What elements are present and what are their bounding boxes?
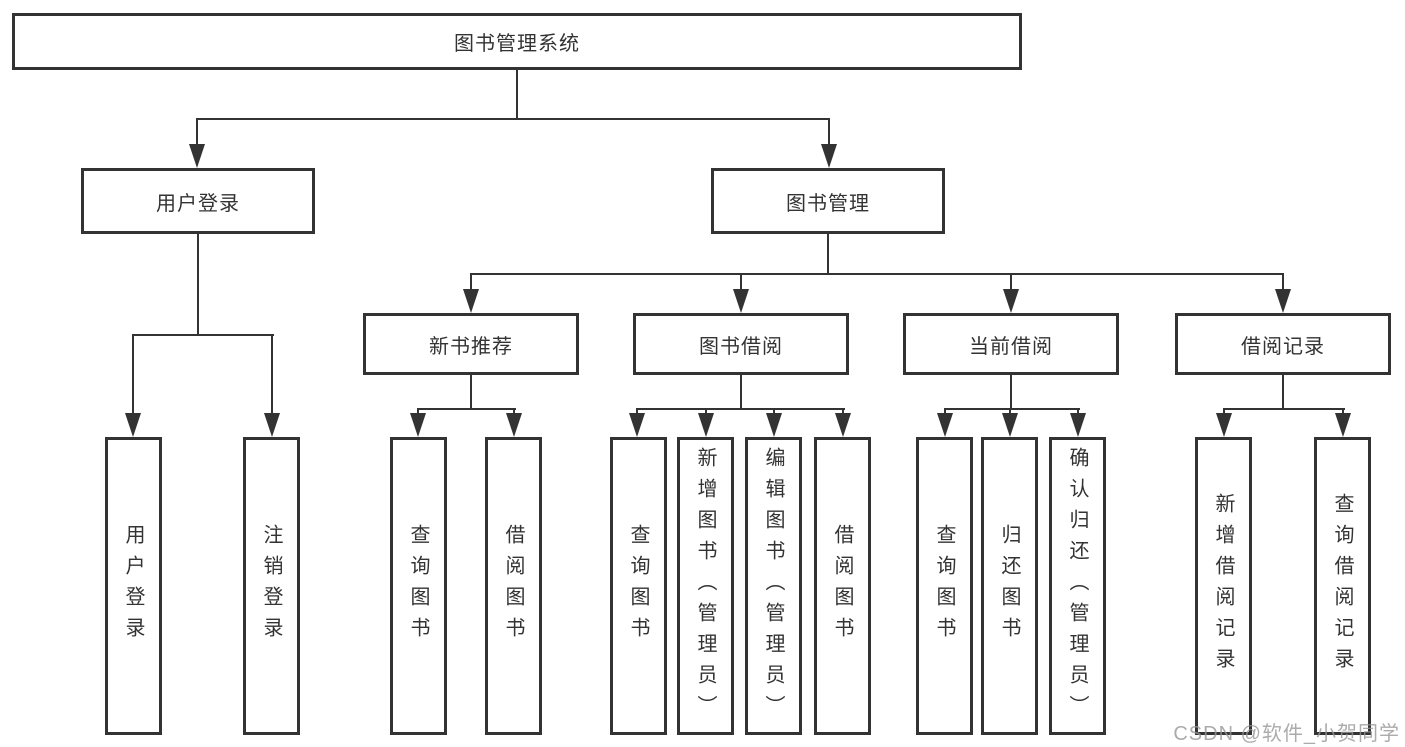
connector-line [196, 118, 198, 148]
arrow-down-icon [1070, 413, 1086, 437]
connector-line [197, 234, 199, 336]
connector-line [827, 234, 829, 275]
arrow-down-icon [125, 413, 141, 437]
connector-line [470, 273, 472, 293]
connector-line [828, 118, 830, 148]
arrow-down-icon [1216, 413, 1232, 437]
connector-line [1282, 375, 1284, 410]
connector-line [944, 408, 1080, 410]
leaf-query-books-recommend: 查询图书 [390, 437, 447, 735]
connector-line [1342, 408, 1344, 416]
leaf-return-books: 归还图书 [981, 437, 1038, 735]
connector-line [1077, 408, 1079, 416]
connector-line [516, 70, 518, 120]
connector-line [636, 408, 845, 410]
connector-line [1010, 375, 1012, 410]
connector-line [470, 375, 472, 410]
node-book-management: 图书管理 [711, 168, 945, 234]
arrow-down-icon [410, 413, 426, 437]
leaf-query-borrow-record: 查询借阅记录 [1314, 437, 1371, 735]
arrow-down-icon [835, 413, 851, 437]
node-new-book-recommendation: 新书推荐 [363, 313, 579, 375]
leaf-query-books-current: 查询图书 [916, 437, 973, 735]
leaf-confirm-return-admin: 确认归还（管理员） [1049, 437, 1106, 735]
connector-line [705, 408, 707, 416]
leaf-edit-books-admin: 编辑图书（管理员） [745, 437, 802, 735]
connector-line [740, 375, 742, 410]
node-book-borrowing: 图书借阅 [633, 313, 849, 375]
leaf-query-books-borrow: 查询图书 [610, 437, 667, 735]
connector-line [513, 408, 515, 416]
connector-line [944, 408, 946, 416]
connector-line [740, 273, 742, 293]
leaf-user-login: 用户登录 [105, 437, 162, 735]
connector-line [417, 408, 516, 410]
arrow-down-icon [733, 289, 749, 313]
arrow-down-icon [189, 144, 205, 168]
arrow-down-icon [264, 413, 280, 437]
arrow-down-icon [821, 144, 837, 168]
node-current-borrowing: 当前借阅 [903, 313, 1119, 375]
arrow-down-icon [1003, 289, 1019, 313]
node-library-management-system: 图书管理系统 [12, 13, 1022, 70]
arrow-down-icon [629, 413, 645, 437]
connector-line [842, 408, 844, 416]
connector-line [1282, 273, 1284, 293]
leaf-add-books-admin: 新增图书（管理员） [677, 437, 734, 735]
node-user-login: 用户登录 [81, 168, 315, 234]
connector-line [132, 334, 134, 416]
arrow-down-icon [1275, 289, 1291, 313]
connector-line [1010, 273, 1012, 293]
leaf-borrow-books: 借阅图书 [814, 437, 871, 735]
connector-line [773, 408, 775, 416]
node-borrowing-records: 借阅记录 [1175, 313, 1391, 375]
leaf-add-borrow-record: 新增借阅记录 [1195, 437, 1252, 735]
connector-line [196, 118, 830, 120]
connector-line [470, 273, 1284, 275]
arrow-down-icon [1335, 413, 1351, 437]
csdn-watermark: CSDN @软件_小贺同学 [1173, 723, 1400, 745]
arrow-down-icon [698, 413, 714, 437]
arrow-down-icon [1002, 413, 1018, 437]
connector-line [1223, 408, 1225, 416]
connector-line [1009, 408, 1011, 416]
connector-line [417, 408, 419, 416]
arrow-down-icon [766, 413, 782, 437]
connector-line [132, 334, 274, 336]
connector-line [636, 408, 638, 416]
arrow-down-icon [463, 289, 479, 313]
leaf-borrow-books-recommend: 借阅图书 [485, 437, 542, 735]
leaf-logout: 注销登录 [243, 437, 300, 735]
connector-line [271, 334, 273, 416]
arrow-down-icon [937, 413, 953, 437]
connector-line [1223, 408, 1345, 410]
arrow-down-icon [506, 413, 522, 437]
